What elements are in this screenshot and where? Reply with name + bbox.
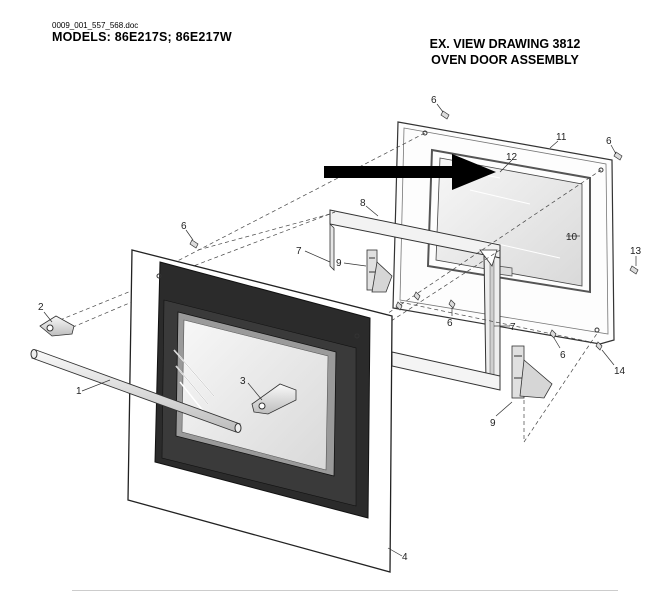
callout-4: 4 [402, 552, 408, 563]
handle-bracket-right [251, 383, 297, 415]
hinge-upper [366, 249, 393, 293]
direction-arrow [324, 154, 496, 190]
drawing-title: EX. VIEW DRAWING 3812 OVEN DOOR ASSEMBLY [385, 36, 625, 68]
callout-14: 14 [614, 366, 626, 377]
callout-3: 3 [240, 376, 246, 387]
callout-8: 8 [360, 198, 366, 209]
callout-6a: 6 [431, 95, 437, 106]
callouts: 1 2 3 4 6 6 6 6 6 7 7 8 9 9 10 11 12 13 … [38, 95, 642, 563]
callout-6e: 6 [560, 350, 566, 361]
callout-7a: 7 [296, 246, 302, 257]
footer-divider [72, 590, 618, 591]
callout-2: 2 [38, 302, 44, 313]
models-heading: MODELS: 86E217S; 86E217W [52, 30, 232, 44]
screws [189, 110, 639, 351]
hinge-lower [511, 345, 553, 399]
callout-6b: 6 [606, 136, 612, 147]
callout-9b: 9 [490, 418, 496, 429]
handle-bracket-left [39, 315, 75, 337]
callout-12: 12 [506, 152, 518, 163]
callout-1: 1 [76, 386, 82, 397]
callout-6c: 6 [181, 221, 187, 232]
callout-6d: 6 [447, 318, 453, 329]
callout-7b: 7 [510, 322, 516, 333]
callout-11: 11 [556, 132, 567, 143]
callout-9a: 9 [336, 258, 342, 269]
leader-lines [43, 103, 637, 557]
handle-rod [30, 349, 242, 433]
doc-id: 0009_001_557_568.doc [52, 21, 139, 30]
drawing-title-line1: EX. VIEW DRAWING 3812 [429, 37, 581, 51]
drawing-title-line2: OVEN DOOR ASSEMBLY [431, 53, 579, 67]
inner-frame [329, 209, 501, 391]
callout-13: 13 [630, 246, 642, 257]
callout-10: 10 [566, 232, 578, 243]
